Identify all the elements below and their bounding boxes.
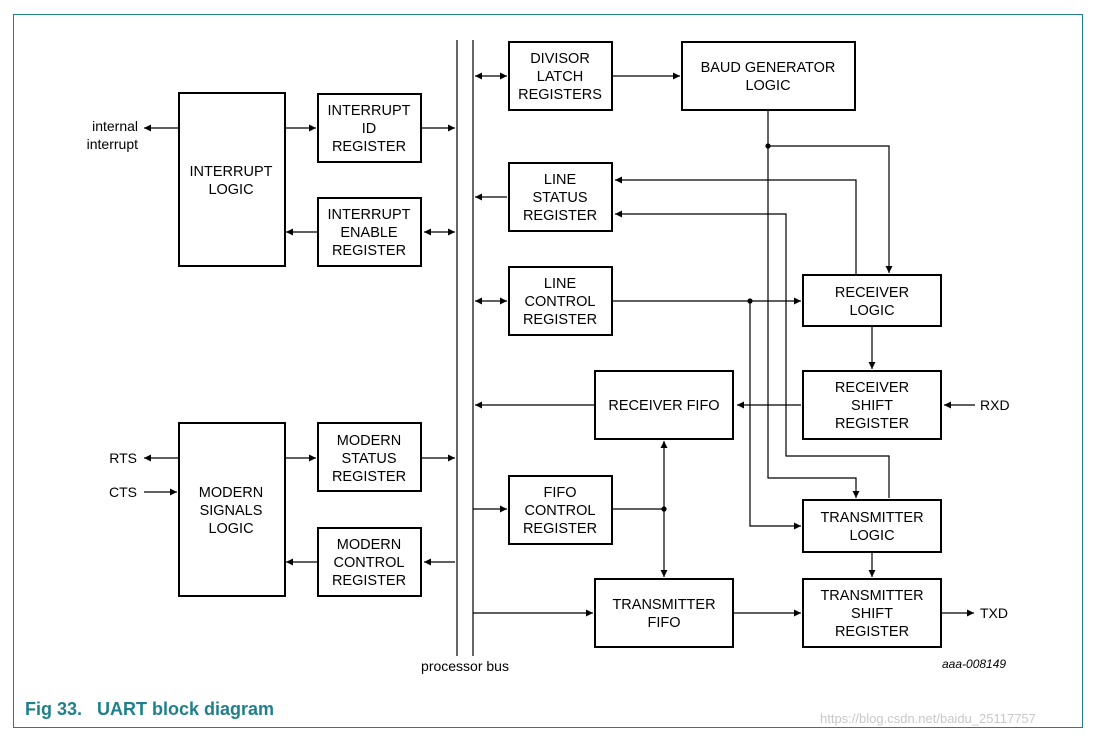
block-label: MODERN [337, 537, 401, 553]
receiver-fifo-block: RECEIVER FIFO [594, 370, 734, 440]
block-label: RECEIVER [835, 380, 909, 396]
block-label: FIFO [543, 485, 576, 501]
rxd-label: RXD [980, 397, 1010, 413]
signal-labels: internal interrupt RTS CTS RXD TXD proce… [87, 118, 1010, 674]
block-label: INTERRUPT [190, 164, 273, 180]
figure-number: Fig 33. [25, 699, 83, 719]
block-label: LINE [544, 172, 577, 188]
figure-title: UART block diagram [97, 699, 275, 719]
block-label: MODERN [337, 433, 401, 449]
interrupt-id-register-block: INTERRUPT ID REGISTER [317, 93, 422, 163]
block-label: REGISTER [332, 469, 406, 485]
transmitter-logic-block: TRANSMITTER LOGIC [802, 499, 942, 553]
internal-interrupt-label: interrupt [87, 136, 138, 152]
receiver-shift-register-block: RECEIVER SHIFT REGISTER [802, 370, 942, 440]
block-label: MODERN [199, 485, 263, 501]
block-label: LOGIC [745, 78, 790, 94]
connectors [144, 72, 975, 617]
figure-caption: Fig 33. UART block diagram [25, 699, 274, 720]
block-label: REGISTER [523, 312, 597, 328]
txd-label: TXD [980, 605, 1008, 621]
modern-status-register-block: MODERN STATUS REGISTER [317, 422, 422, 492]
block-label: REGISTER [835, 416, 909, 432]
block-label: SHIFT [851, 606, 893, 622]
block-label: SIGNALS [200, 503, 263, 519]
block-label: LATCH [537, 69, 583, 85]
divisor-latch-registers-block: DIVISOR LATCH REGISTERS [508, 41, 613, 111]
block-label: SHIFT [851, 398, 893, 414]
interrupt-logic-block: INTERRUPT LOGIC [178, 92, 286, 267]
block-label: RECEIVER FIFO [608, 398, 719, 414]
block-label: RECEIVER [835, 285, 909, 301]
block-label: CONTROL [525, 294, 596, 310]
line-control-register-block: LINE CONTROL REGISTER [508, 266, 613, 336]
block-label: ENABLE [340, 225, 398, 241]
rts-label: RTS [109, 450, 137, 466]
fifo-control-register-block: FIFO CONTROL REGISTER [508, 475, 613, 545]
block-label: REGISTER [332, 139, 406, 155]
transmitter-fifo-block: TRANSMITTER FIFO [594, 578, 734, 648]
block-label: REGISTERS [518, 87, 602, 103]
processor-bus [456, 40, 474, 656]
block-label: LOGIC [849, 303, 894, 319]
block-label: TRANSMITTER [820, 588, 923, 604]
interrupt-enable-register-block: INTERRUPT ENABLE REGISTER [317, 197, 422, 267]
figure-frame [13, 14, 1083, 728]
block-label: TRANSMITTER [612, 597, 715, 613]
block-label: LOGIC [849, 528, 894, 544]
modern-control-register-block: MODERN CONTROL REGISTER [317, 527, 422, 597]
block-label: BAUD GENERATOR [701, 60, 836, 76]
figure-id: aaa-008149 [942, 657, 1007, 671]
block-label: LOGIC [208, 521, 253, 537]
block-label: INTERRUPT [328, 207, 411, 223]
block-label: CONTROL [525, 503, 596, 519]
block-label: FIFO [647, 615, 680, 631]
block-label: ID [362, 121, 377, 137]
block-label: TRANSMITTER [820, 510, 923, 526]
internal-interrupt-label: internal [92, 118, 138, 134]
block-label: INTERRUPT [328, 103, 411, 119]
block-label: REGISTER [332, 573, 406, 589]
block-label: LINE [544, 276, 577, 292]
processor-bus-label: processor bus [421, 658, 509, 674]
baud-generator-logic-block: BAUD GENERATOR LOGIC [681, 41, 856, 111]
block-label: STATUS [532, 190, 587, 206]
line-status-register-block: LINE STATUS REGISTER [508, 162, 613, 232]
block-label: CONTROL [334, 555, 405, 571]
block-label: LOGIC [208, 182, 253, 198]
cts-label: CTS [109, 484, 137, 500]
block-label: REGISTER [523, 208, 597, 224]
block-label: STATUS [341, 451, 396, 467]
block-label: REGISTER [332, 243, 406, 259]
block-label: REGISTER [523, 521, 597, 537]
block-label: REGISTER [835, 624, 909, 640]
watermark: https://blog.csdn.net/baidu_25117757 [820, 711, 1036, 726]
receiver-logic-block: RECEIVER LOGIC [802, 274, 942, 327]
transmitter-shift-register-block: TRANSMITTER SHIFT REGISTER [802, 578, 942, 648]
modern-signals-logic-block: MODERN SIGNALS LOGIC [178, 422, 286, 597]
block-label: DIVISOR [530, 51, 590, 67]
